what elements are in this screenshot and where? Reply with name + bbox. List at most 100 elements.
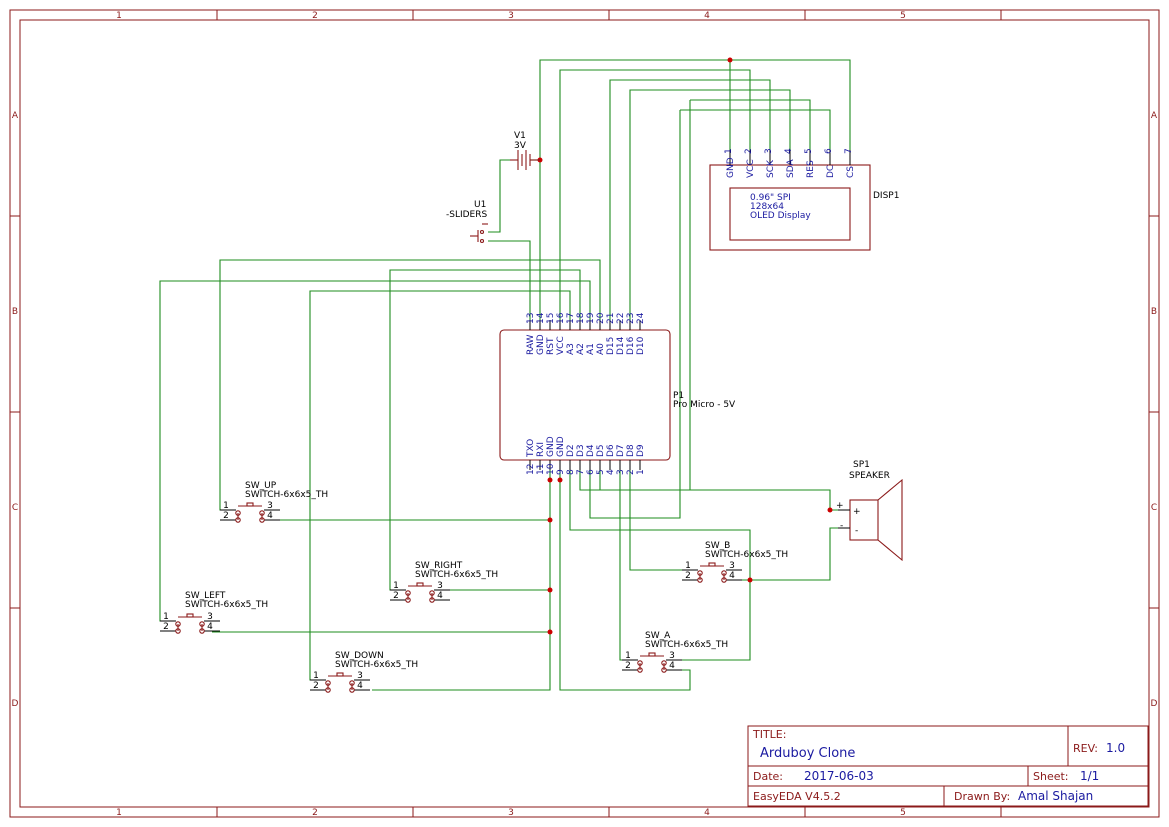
display-pin-name: RES xyxy=(806,160,816,178)
battery-v1[interactable]: V1 3V xyxy=(510,131,540,170)
speaker-minus: - xyxy=(840,521,843,531)
mcu-top-pin-name: GND xyxy=(536,334,546,355)
display-pin-num: 2 xyxy=(744,148,754,154)
mcu-top-pin-num: 22 xyxy=(616,313,626,324)
junction-dot xyxy=(557,477,563,483)
date-label: Date: xyxy=(753,770,783,783)
mcu-bottom-pin-num: 2 xyxy=(626,469,636,475)
switch-ref: SW_RIGHT xyxy=(415,561,463,571)
switch-pin-num: 3 xyxy=(207,612,213,622)
mcu-top-pin-name: D16 xyxy=(626,336,636,355)
pro-micro-p1[interactable]: 13RAW14GND15RST16VCC17A318A219A120A021D1… xyxy=(499,312,736,475)
mcu-bottom-pin-num: 7 xyxy=(576,469,586,475)
mcu-top-pin-num: 14 xyxy=(536,312,546,324)
display-pin-num: 4 xyxy=(784,148,794,154)
battery-value: 3V xyxy=(514,141,527,151)
switch-pin-num: 1 xyxy=(223,501,229,511)
display-pin-num: 5 xyxy=(804,148,814,154)
slider-u1[interactable]: U1 -SLIDERS xyxy=(446,200,488,244)
speaker-value: SPEAKER xyxy=(849,471,890,481)
switch-pin-num: 2 xyxy=(625,661,631,671)
display-pin-num: 6 xyxy=(824,148,834,154)
zone-col-3-bottom: 3 xyxy=(508,808,514,818)
mcu-top-pin-name: RAW xyxy=(526,334,536,355)
mcu-bottom-pin-name: D5 xyxy=(596,444,606,457)
drawn-by-value: Amal Shajan xyxy=(1018,789,1093,803)
mcu-bottom-pin-name: D6 xyxy=(606,444,616,457)
switch-pin-num: 1 xyxy=(393,581,399,591)
switch-pin-num: 2 xyxy=(393,591,399,601)
switch-pin-num: 4 xyxy=(207,622,213,632)
mcu-bottom-pin-name: GND xyxy=(556,436,566,457)
switch-value: SWITCH-6x6x5_TH xyxy=(185,600,268,610)
junction-dot xyxy=(547,629,553,635)
mcu-top-pins: 13RAW14GND15RST16VCC17A318A219A120A021D1… xyxy=(526,312,646,355)
rev-value: 1.0 xyxy=(1106,741,1125,755)
title-value: Arduboy Clone xyxy=(760,746,855,761)
junction-dot xyxy=(547,517,553,523)
switch-pin-num: 4 xyxy=(267,511,273,521)
zone-row-a-left: A xyxy=(12,111,19,121)
mcu-bottom-pin-num: 4 xyxy=(606,469,616,475)
switch-pin-num: 4 xyxy=(729,571,735,581)
mcu-bottom-pin-name: RXI xyxy=(536,442,546,457)
switch-pin-num: 4 xyxy=(669,661,675,671)
zone-row-d-right: D xyxy=(1151,699,1158,709)
title-label: TITLE: xyxy=(752,728,786,741)
mcu-bottom-pin-name: TXO xyxy=(526,439,536,458)
junction-dot xyxy=(827,507,833,513)
sheet-label: Sheet: xyxy=(1033,770,1069,783)
mcu-top-pin-num: 15 xyxy=(546,313,556,324)
mcu-top-pin-name: D10 xyxy=(636,336,646,355)
zone-col-1-top: 1 xyxy=(116,11,122,21)
switch-ref: SW_LEFT xyxy=(185,591,226,601)
junction-dot xyxy=(547,477,553,483)
mcu-bottom-pin-name: D7 xyxy=(616,444,626,457)
mcu-top-pin-name: A0 xyxy=(596,343,606,355)
junction-dot xyxy=(747,577,753,583)
switch-ref: SW_A xyxy=(645,631,671,641)
mcu-bottom-pin-num: 10 xyxy=(546,463,556,475)
speaker-minus-inner: - xyxy=(855,526,858,536)
switch-pin-num: 2 xyxy=(313,681,319,691)
display-pin-num: 7 xyxy=(844,148,854,154)
speaker-plus-inner: + xyxy=(853,507,861,517)
sheet-value: 1/1 xyxy=(1080,769,1099,783)
switch-value: SWITCH-6x6x5_TH xyxy=(415,570,498,580)
zone-row-c-left: C xyxy=(12,503,18,513)
mcu-top-pin-num: 21 xyxy=(606,313,616,324)
switch-pin-num: 2 xyxy=(223,511,229,521)
display-pin-name: SDA xyxy=(786,159,796,178)
zone-col-4-bottom: 4 xyxy=(704,808,710,818)
speaker-plus: + xyxy=(836,501,844,511)
mcu-top-pin-num: 16 xyxy=(556,312,566,324)
zone-row-c-right: C xyxy=(1151,503,1157,513)
switch-value: SWITCH-6x6x5_TH xyxy=(705,550,788,560)
drawn-by-label: Drawn By: xyxy=(954,790,1010,803)
switch-ref: SW_UP xyxy=(245,481,277,491)
switches: 1234SW_UPSWITCH-6x6x5_TH1234SW_RIGHTSWIT… xyxy=(160,481,788,693)
display-pin-name: SCK xyxy=(766,159,776,178)
mcu-bottom-pin-num: 9 xyxy=(556,469,566,475)
zone-row-a-right: A xyxy=(1151,111,1158,121)
mcu-top-pin-name: A1 xyxy=(586,343,596,355)
mcu-bottom-pin-num: 6 xyxy=(586,469,596,475)
display-ref: DISP1 xyxy=(873,191,899,201)
switch-value: SWITCH-6x6x5_TH xyxy=(335,660,418,670)
switch-pin-num: 3 xyxy=(669,651,675,661)
slider-ref: U1 xyxy=(474,200,486,210)
mcu-bottom-pin-name: D4 xyxy=(586,444,596,457)
mcu-bottom-pins: 12TXO11RXI10GND9GND8D27D36D45D54D63D72D8… xyxy=(526,436,646,475)
mcu-top-pin-num: 24 xyxy=(636,312,646,324)
speaker-sp1[interactable]: + - + - SP1 SPEAKER xyxy=(836,460,903,562)
zone-col-4-top: 4 xyxy=(704,11,710,21)
title-block: TITLE: Arduboy Clone REV: 1.0 Date: 2017… xyxy=(747,725,1149,807)
